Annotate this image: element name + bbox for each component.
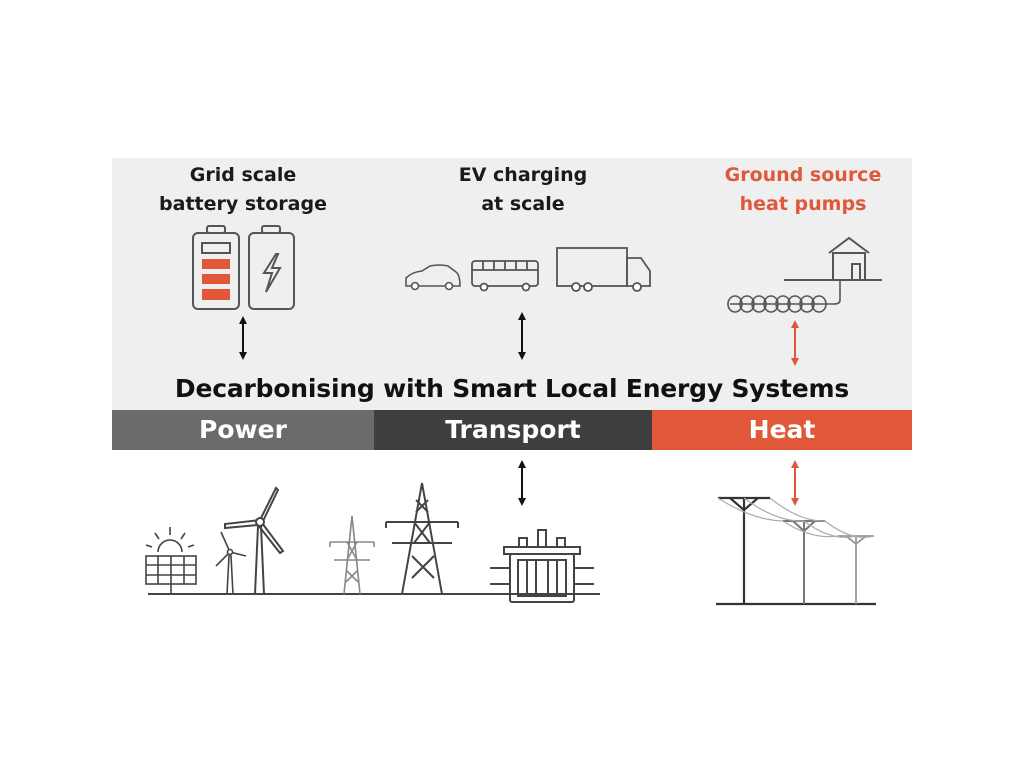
bus-icon: [471, 260, 539, 292]
heat-label: Heat: [748, 415, 816, 444]
battery-icon: [192, 225, 240, 310]
charged-battery-icon: [248, 225, 295, 310]
heat-pumps-label-line1: Ground source: [724, 164, 882, 186]
power-label: Power: [199, 415, 287, 444]
ev-label: EV charging at scale: [423, 161, 623, 219]
truck-icon: [556, 247, 651, 292]
utility-pole-icon: [838, 535, 874, 604]
wind-turbine-icon: [215, 531, 247, 595]
battery-label-line1: Grid scale: [189, 164, 297, 186]
utility-pole-icon: [783, 520, 825, 604]
transformer-icon: [490, 529, 594, 603]
pylon-icon: [329, 515, 375, 595]
heat-pumps-label-line2: heat pumps: [739, 193, 867, 215]
transport-label: Transport: [445, 415, 581, 444]
ev-label-line1: EV charging: [458, 164, 588, 186]
wind-turbine-icon: [224, 486, 285, 595]
heat-pumps-label: Ground source heat pumps: [703, 161, 903, 219]
car-icon: [405, 264, 461, 291]
ev-label-line2: at scale: [481, 193, 565, 215]
battery-label-line2: battery storage: [159, 193, 327, 215]
ground-loop-icon: [727, 280, 841, 313]
battery-label: Grid scale battery storage: [143, 161, 343, 219]
power-lines: [717, 497, 875, 538]
house-icon: [784, 236, 882, 281]
transport-band: Transport: [374, 410, 652, 450]
diagram-title: Decarbonising with Smart Local Energy Sy…: [174, 374, 850, 403]
top-panel: [112, 158, 912, 410]
power-band: Power: [112, 410, 374, 450]
solar-panel-icon: [145, 527, 197, 594]
heat-band: Heat: [652, 410, 912, 450]
pylon-icon: [385, 482, 459, 595]
